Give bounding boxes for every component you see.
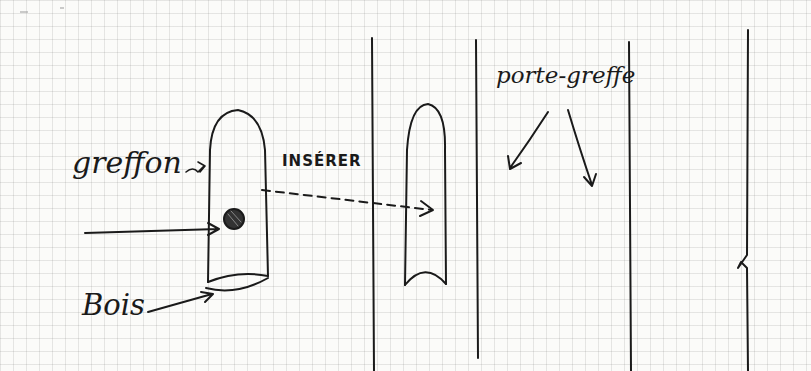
part-label: Bois	[82, 288, 145, 322]
action-label: INSÉRER	[282, 152, 362, 170]
greffon-arrow	[186, 162, 205, 172]
slot-base	[405, 272, 446, 285]
scion-outline	[208, 110, 268, 282]
bud-dot	[224, 209, 244, 229]
bud-hatch	[228, 211, 241, 226]
rootstock-line	[476, 40, 478, 358]
slot-outline	[405, 104, 446, 285]
scion-base	[206, 274, 268, 290]
part-label: porte-greffe	[496, 62, 635, 88]
part-label: greffon	[72, 145, 182, 180]
paper-mark	[20, 8, 64, 12]
rootstock-arrow	[568, 110, 596, 186]
rootstock-arrow	[508, 112, 548, 169]
rootstock-line	[629, 42, 631, 371]
bois-leader	[148, 292, 213, 312]
insert-arrowhead	[420, 201, 433, 216]
rootstock-line	[372, 38, 374, 371]
bud-leader	[85, 223, 219, 235]
rootstock-notch-line	[738, 30, 748, 371]
